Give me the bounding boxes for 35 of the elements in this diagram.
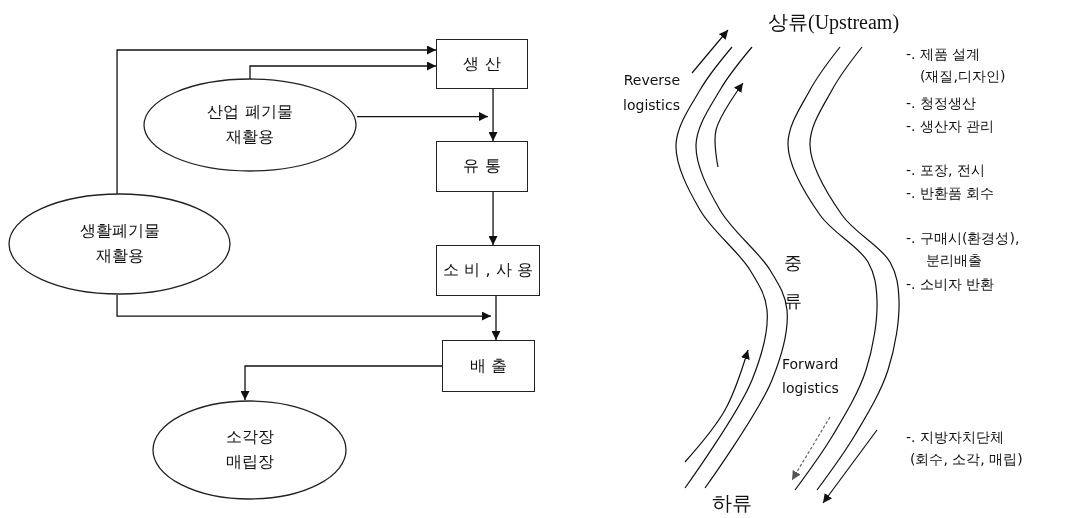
process-box: [442, 340, 535, 392]
node-label: 소각장 매립장: [224, 426, 275, 473]
arrow: [116, 45, 437, 195]
bullet-note: -. 제품 설계 (재질,디자인): [906, 45, 1007, 87]
arrow: [249, 61, 437, 80]
bullet-note: -. 구매시(환경성), 분리배출: [906, 229, 1021, 271]
bullet-note: -. 반환품 회수: [906, 184, 996, 203]
node-label: 산업 폐기물 재활용: [206, 101, 294, 148]
arrow: [240, 365, 443, 401]
ellipse-node: [8, 193, 231, 295]
ellipse-node: [152, 400, 347, 500]
node-label: 유 통: [463, 155, 501, 178]
arrow: [488, 191, 498, 246]
node-label: 생활폐기물 재활용: [78, 220, 161, 267]
flow-label: Reverse logistics: [622, 71, 680, 115]
arrow: [491, 295, 501, 341]
process-box: [436, 39, 528, 89]
bullet-note: -. 소비자 반환: [906, 275, 996, 294]
process-box: [436, 141, 528, 192]
bullet-note: -. 지방자치단체 (회수, 소각, 매립): [906, 428, 1024, 470]
node-label: 생 산: [463, 52, 501, 75]
node-label: 배 출: [469, 354, 508, 377]
bullet-note: -. 생산자 관리: [906, 117, 996, 136]
stream-label: 하류: [712, 490, 752, 517]
flow-label: Forward logistics: [782, 355, 840, 398]
stream-label: 중류: [784, 251, 802, 313]
bullet-note: -. 청정생산: [906, 94, 977, 113]
arrow: [356, 112, 489, 122]
arrow: [116, 294, 492, 321]
heading-label: 상류(Upstream): [768, 10, 900, 36]
process-box: [436, 245, 540, 296]
ellipse-node: [143, 78, 357, 172]
arrow: [488, 88, 498, 142]
node-label: 소 비 , 사 용: [443, 259, 533, 282]
bullet-note: -. 포장, 전시: [906, 161, 986, 180]
